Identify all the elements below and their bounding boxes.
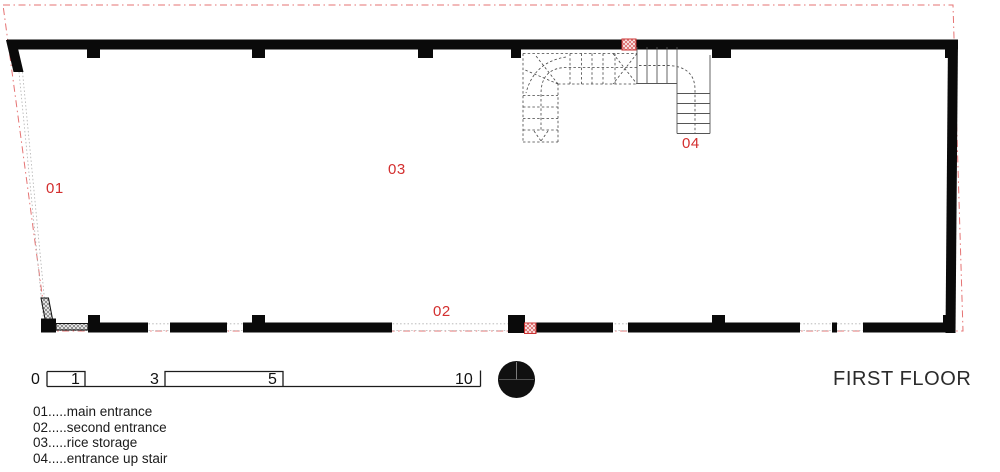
legend-item-01: 01.....main entrance: [33, 404, 153, 419]
legend-item-03: 03.....rice storage: [33, 435, 138, 451]
threshold-dotted-lines: [18, 71, 944, 331]
scale-label-1: 1: [71, 371, 80, 388]
scale-label-5: 5: [268, 371, 277, 388]
legend: 01.....main entrance 02.....second entra…: [33, 404, 167, 466]
room-label-04: 04: [682, 135, 700, 152]
stair-solid-flight: [636, 47, 711, 134]
scale-label-0: 0: [31, 371, 40, 388]
main-entrance-door: [40, 297, 89, 331]
site-boundary-line: [2, 4, 964, 332]
legend-item-04: 04.....entrance up stair: [33, 450, 168, 466]
scale-label-10: 10: [455, 371, 473, 388]
room-label-02: 02: [433, 303, 451, 320]
legend-item-02: 02.....second entrance: [33, 419, 167, 435]
walls: [6, 39, 958, 333]
north-arrow-icon: [498, 361, 535, 398]
scale-bar: [46, 370, 482, 388]
pier-markers: [524, 38, 637, 334]
room-label-01: 01: [46, 180, 64, 197]
page-title: FIRST FLOOR: [833, 368, 972, 390]
stair-dashed-flight: [522, 53, 638, 143]
room-label-03: 03: [388, 161, 406, 178]
scale-label-3: 3: [150, 371, 159, 388]
